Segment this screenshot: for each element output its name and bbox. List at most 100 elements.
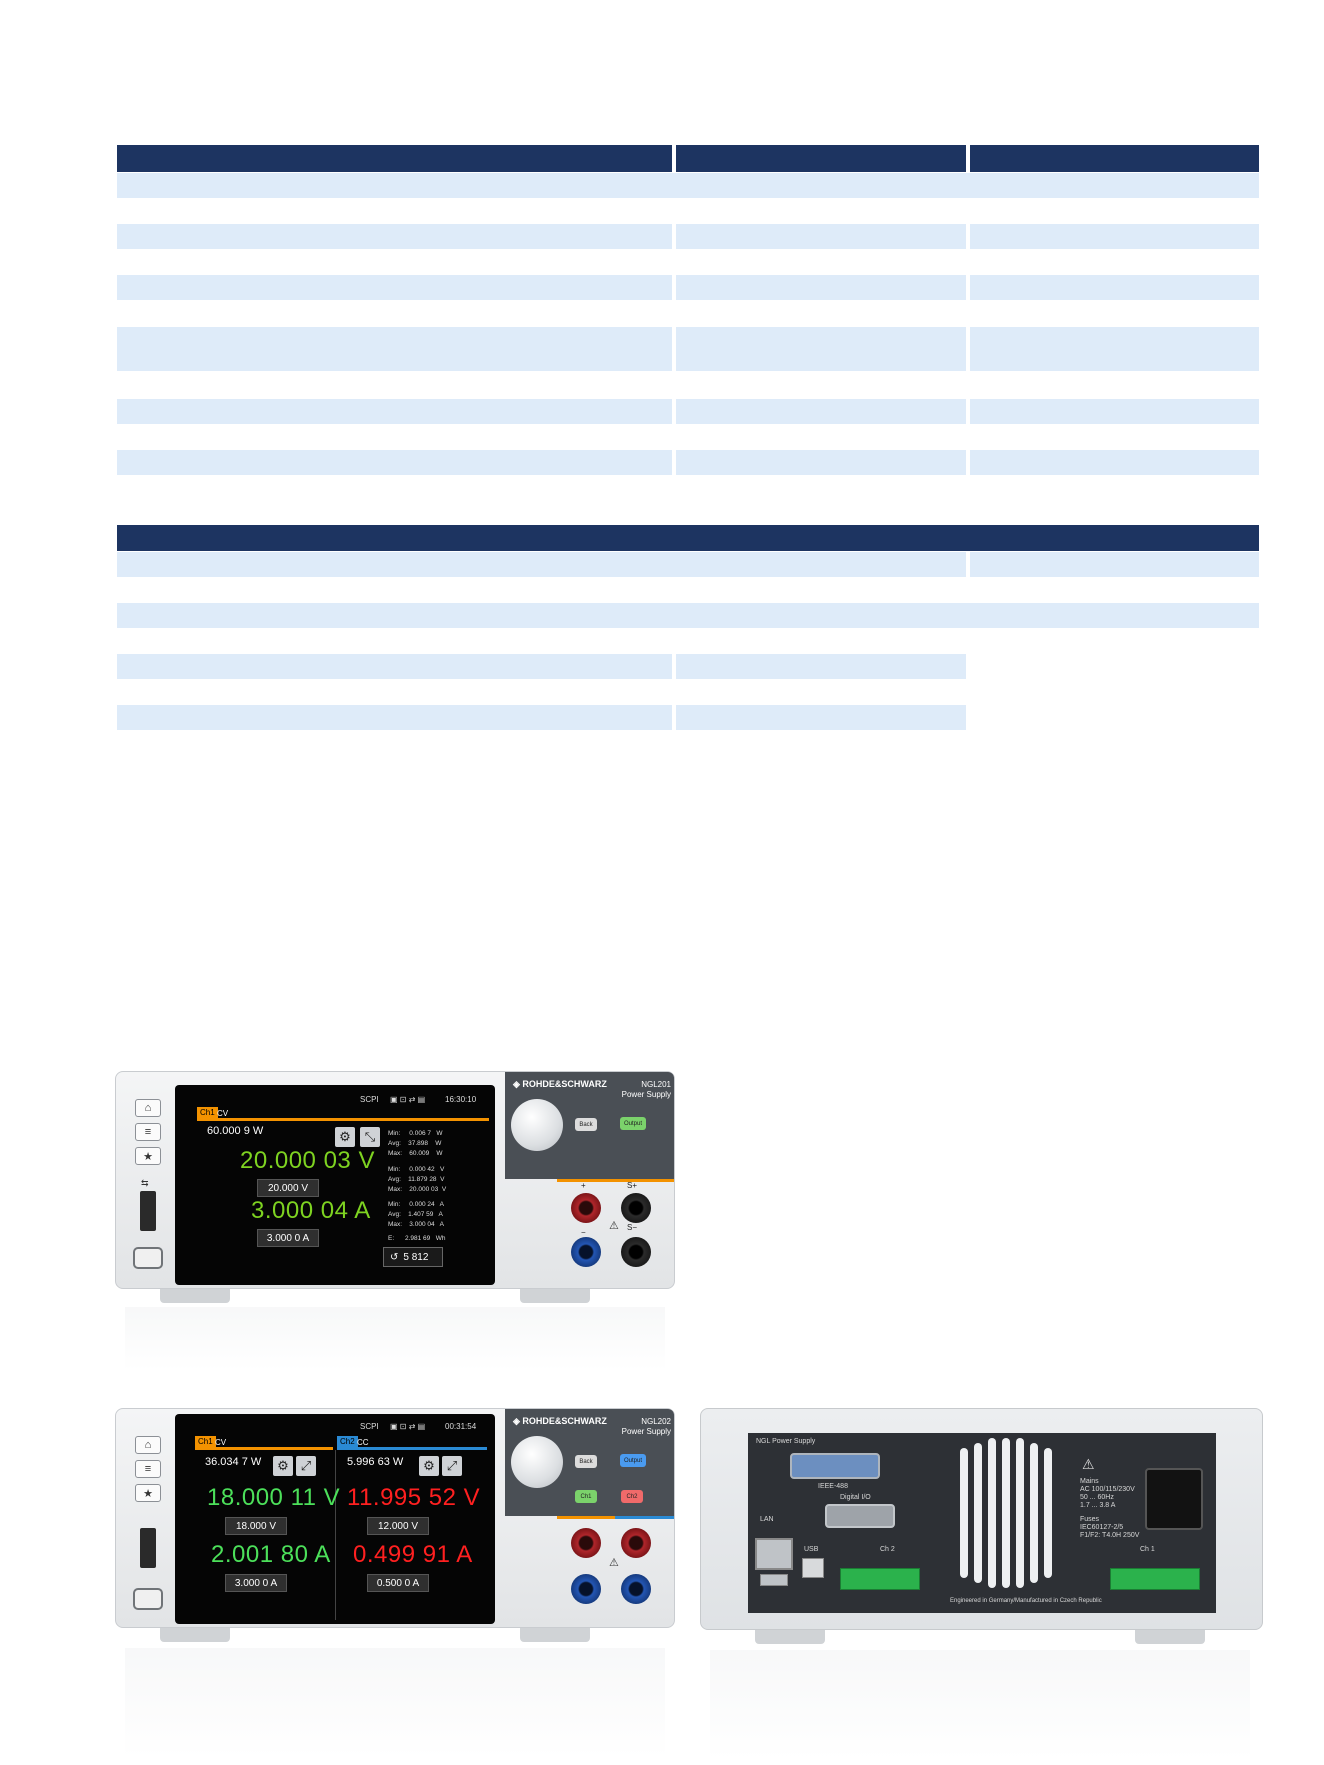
rear-view: NGL Power Supply IEEE-488 Digital I/O LA… xyxy=(700,1408,1263,1763)
gear-icon: ⚙ xyxy=(339,1129,351,1144)
table-row xyxy=(117,275,1259,300)
star-icon: ★ xyxy=(143,1150,153,1163)
channel-1-minus-terminal[interactable] xyxy=(571,1574,601,1604)
diamond-logo-icon: ◈ xyxy=(513,1416,523,1426)
output-button[interactable]: Output xyxy=(620,1454,646,1467)
settings-button[interactable]: ⚙ xyxy=(335,1127,355,1147)
channel-1-settings-button[interactable]: ⚙ xyxy=(273,1456,293,1476)
channel-2-expand-button[interactable]: ⤢ xyxy=(442,1456,462,1476)
channel-2-bar xyxy=(337,1447,487,1450)
channel-2-plus-terminal[interactable] xyxy=(621,1528,651,1558)
channel-1-label: Ch 1 xyxy=(1140,1546,1155,1553)
channel-2-terminal-block[interactable] xyxy=(840,1568,920,1590)
clock: 16:30:10 xyxy=(445,1095,477,1104)
brand-logo: ◈ ROHDE&SCHWARZ xyxy=(513,1416,607,1426)
voltage-setpoint[interactable]: 20.000 V xyxy=(257,1179,319,1197)
clock: 00:31:54 xyxy=(445,1422,477,1431)
channel-1-expand-button[interactable]: ⤢ xyxy=(296,1456,316,1476)
digital-io-connector[interactable] xyxy=(825,1504,895,1528)
menu-button[interactable]: ≡ xyxy=(135,1460,161,1478)
minus-terminal[interactable] xyxy=(571,1237,601,1267)
plus-terminal[interactable] xyxy=(571,1193,601,1223)
channel-2-button[interactable]: Ch2 xyxy=(621,1490,643,1503)
sense-minus-terminal[interactable] xyxy=(621,1237,651,1267)
menu-icon: ≡ xyxy=(144,1126,152,1138)
scpi-indicator: SCPI xyxy=(360,1422,379,1431)
channel-1-voltage: 18.000 11 V xyxy=(207,1484,341,1511)
power-button[interactable] xyxy=(133,1588,163,1610)
usb-a-port[interactable] xyxy=(760,1574,788,1586)
back-button[interactable]: Back xyxy=(575,1118,597,1131)
favorites-button[interactable]: ★ xyxy=(135,1484,161,1502)
channel-bar xyxy=(197,1118,489,1121)
channel-1-current-setpoint[interactable]: 3.000 0 A xyxy=(225,1574,287,1592)
favorites-button[interactable]: ★ xyxy=(135,1147,161,1165)
gear-icon: ⚙ xyxy=(277,1458,289,1473)
table-row xyxy=(117,552,1259,577)
display-screen: SCPI ▣ ⊡ ⇄ ▤ 00:31:54 Ch1 CV Ch2 CC 36.0… xyxy=(175,1414,495,1624)
channel-2-label: Ch 2 xyxy=(880,1546,895,1553)
usb-symbol-icon: ⇆ xyxy=(141,1178,149,1188)
back-button[interactable]: Back xyxy=(575,1455,597,1468)
counter-box[interactable]: ↺5 812 xyxy=(383,1247,443,1267)
usb-port[interactable] xyxy=(140,1191,156,1231)
voltage-statistics: Min: 0.000 42 V Avg: 11.879 28 V Max: 20… xyxy=(388,1166,447,1193)
house-icon: ⌂ xyxy=(144,1439,152,1451)
expand-icon: ⤢ xyxy=(300,1458,312,1473)
table-row xyxy=(117,399,1259,424)
channel-2-minus-terminal[interactable] xyxy=(621,1574,651,1604)
origin-label: Engineered in Germany/Manufactured in Cz… xyxy=(950,1598,1102,1604)
reset-icon: ↺ xyxy=(390,1251,399,1263)
channel-2-tag: Ch2 xyxy=(337,1436,358,1447)
menu-button[interactable]: ≡ xyxy=(135,1123,161,1141)
channel-2-settings-button[interactable]: ⚙ xyxy=(419,1456,439,1476)
output-button[interactable]: Output xyxy=(620,1117,646,1130)
power-statistics: Min: 0.006 7 W Avg: 37.898 W Max: 60.009… xyxy=(388,1130,443,1157)
display-screen: SCPI ▣ ⊡ ⇄ ▤ 16:30:10 Ch1 CV 60.000 9 W … xyxy=(175,1085,495,1285)
ngl202-front-view: ⌂ ≡ ★ SCPI ▣ ⊡ ⇄ ▤ 00:31:54 Ch1 CV Ch2 C… xyxy=(115,1408,675,1763)
channel-2-voltage-setpoint[interactable]: 12.000 V xyxy=(367,1517,429,1535)
mains-inlet[interactable] xyxy=(1145,1468,1203,1530)
table-row xyxy=(117,450,1259,475)
table-row xyxy=(117,705,1259,730)
minus-label: − xyxy=(581,1228,586,1237)
spec-table-2 xyxy=(117,525,1259,731)
table-header-row xyxy=(117,145,1259,172)
channel-1-current: 2.001 80 A xyxy=(211,1541,331,1568)
plus-label: + xyxy=(581,1181,586,1190)
collapse-button[interactable]: ⤡ xyxy=(360,1127,380,1147)
ventilation-grille xyxy=(960,1438,1052,1588)
rear-title: NGL Power Supply xyxy=(756,1438,816,1445)
channel-1-button[interactable]: Ch1 xyxy=(575,1490,597,1503)
rotary-knob[interactable] xyxy=(511,1099,563,1151)
channel-1-voltage-setpoint[interactable]: 18.000 V xyxy=(225,1517,287,1535)
lan-label: LAN xyxy=(760,1516,774,1523)
sense-plus-terminal[interactable] xyxy=(621,1193,651,1223)
channel-1-plus-terminal[interactable] xyxy=(571,1528,601,1558)
ieee-connector[interactable] xyxy=(790,1453,880,1479)
power-button[interactable] xyxy=(133,1247,163,1269)
lan-icon: ▣ ⊡ ⇄ ▤ xyxy=(390,1422,426,1431)
current-setpoint[interactable]: 3.000 0 A xyxy=(257,1229,319,1247)
voltage-readout: 20.000 03 V xyxy=(240,1147,375,1174)
mains-label: Mains AC 100/115/230V 50 ... 60Hz 1.7 ..… xyxy=(1080,1478,1135,1509)
lan-port[interactable] xyxy=(755,1538,793,1570)
usb-b-port[interactable] xyxy=(802,1558,824,1578)
gear-icon: ⚙ xyxy=(423,1458,435,1473)
channel-1-terminal-block[interactable] xyxy=(1110,1568,1200,1590)
home-button[interactable]: ⌂ xyxy=(135,1436,161,1454)
channel-2-current-setpoint[interactable]: 0.500 0 A xyxy=(367,1574,429,1592)
channel-2-power: 5.996 63 W xyxy=(347,1456,404,1468)
table-row xyxy=(117,327,1259,371)
home-button[interactable]: ⌂ xyxy=(135,1099,161,1117)
ieee-label: IEEE-488 xyxy=(818,1483,848,1490)
channel-1-tag: Ch1 xyxy=(195,1436,216,1447)
brand-logo: ◈ ROHDE&SCHWARZ xyxy=(513,1079,607,1089)
rotary-knob[interactable] xyxy=(511,1436,563,1488)
current-statistics: Min: 0.000 24 A Avg: 1.407 59 A Max: 3.0… xyxy=(388,1201,445,1228)
orange-strip xyxy=(557,1516,615,1519)
scpi-indicator: SCPI xyxy=(360,1095,379,1104)
usb-port[interactable] xyxy=(140,1528,156,1568)
